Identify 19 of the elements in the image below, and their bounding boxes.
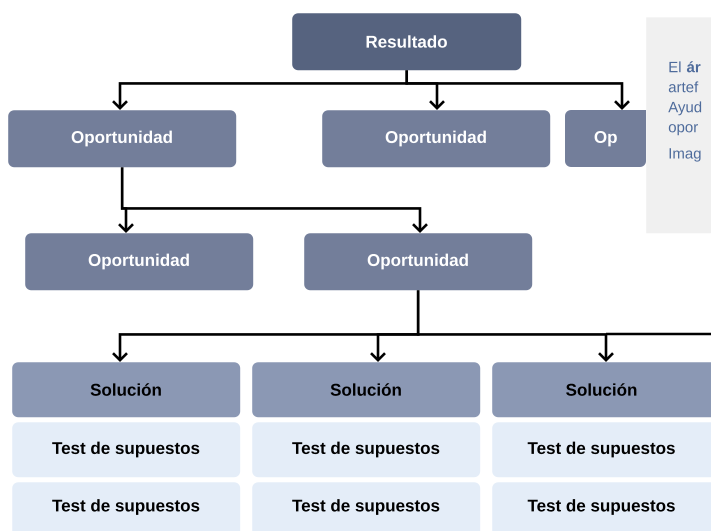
test-box: Test de supuestos (12, 482, 240, 531)
result-box: Resultado (292, 13, 522, 70)
opportunity-box: Oportunidad (304, 233, 532, 290)
arrow (416, 290, 614, 362)
solution-box: Solución (252, 362, 480, 418)
opportunity-box: Op (565, 110, 646, 167)
test-box: Test de supuestos (492, 482, 711, 531)
solution-box: Solución (12, 362, 240, 418)
test-box: Test de supuestos (252, 422, 480, 478)
opportunity-box: Oportunidad (8, 110, 236, 168)
solution-box: Solución (492, 362, 711, 418)
opportunity-box: Oportunidad (25, 233, 254, 290)
test-box: Test de supuestos (252, 482, 480, 531)
opportunity-box: Oportunidad (322, 110, 550, 168)
test-box: Test de supuestos (12, 422, 240, 478)
test-box: Test de supuestos (492, 422, 711, 478)
arrow (405, 70, 630, 110)
arrow (120, 167, 428, 233)
info-panel: El ár artef Ayud opor Imag (646, 17, 711, 234)
